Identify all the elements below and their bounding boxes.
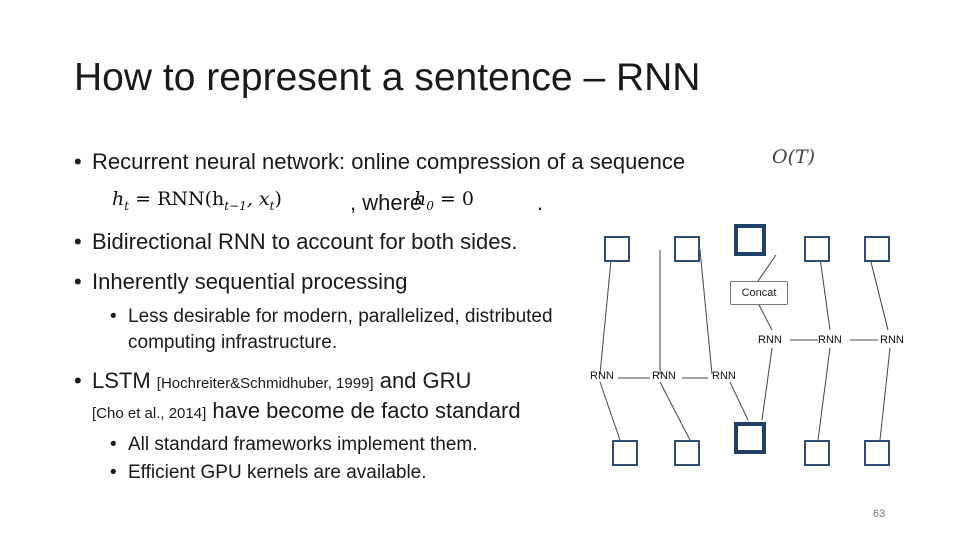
rnn-node-label: RNN [712,370,736,382]
input-box [804,440,830,466]
output-box [864,236,890,262]
period-text: . [537,190,544,215]
input-box [674,440,700,466]
concat-node: Concat [730,281,788,305]
bullet-lstm: •LSTM [Hochreiter&Schmidhuber, 1999] and… [74,368,472,393]
bullet-bidirectional: • Bidirectional RNN to account for both s… [74,229,518,255]
rnn-node-label: RNN [652,370,676,382]
bullet-dot: • [74,229,82,254]
rnn-formula: ht = RNN(ht−1, xt) [112,188,282,213]
connector-line [599,381,621,441]
connector-line [757,254,777,282]
h0-formula: h0 = 0 [414,188,474,213]
rnn-node-label: RNN [880,334,904,346]
sub-bullet-frameworks-text: All standard frameworks implement them. [128,434,478,455]
rnn-node-label: RNN [758,334,782,346]
output-box-highlighted [734,224,766,256]
rnn-node-label: RNN [590,370,614,382]
connector-line [869,257,889,331]
bullet-sequential: • Inherently sequential processing [74,269,408,295]
sub-bullet-gpu-text: Efficient GPU kernels are available. [128,462,427,483]
sub-bullet-frameworks: • All standard frameworks implement them. [110,434,478,456]
output-box [674,236,700,262]
input-box [612,440,638,466]
output-box [604,236,630,262]
where-text: , where [350,190,423,215]
connector-line [819,257,831,331]
connector-line [879,347,891,441]
bullet-dot: • [74,149,82,174]
bullet-dot: • [74,269,82,294]
bullet-rnn-text: Recurrent neural network: online compres… [92,149,686,174]
connector-line [729,381,749,421]
bullet-rnn: • Recurrent neural network: online compre… [74,149,685,175]
connector-line [699,249,713,375]
page-number: 63 [873,508,886,520]
sub-bullet-less-desirable-cont: computing infrastructure. [128,332,338,353]
bullet-bidirectional-text: Bidirectional RNN to account for both si… [92,229,518,254]
bullet-dot: • [110,434,117,455]
connector-line [817,347,831,441]
slide-title: How to represent a sentence – RNN [74,56,701,99]
connector-line [757,302,773,331]
output-box [804,236,830,262]
bullet-sequential-text: Inherently sequential processing [92,269,408,294]
connector-line [761,347,773,421]
complexity-math: O(T) [772,146,816,168]
sub-bullet-less-desirable: • Less desirable for modern, parallelized… [110,306,553,328]
connector-line [659,381,691,441]
connector-line [599,249,613,375]
sub-bullet-less-desirable-text: Less desirable for modern, parallelized,… [128,306,553,327]
rnn-node-label: RNN [818,334,842,346]
bullet-lstm-cont: [Cho et al., 2014] have become de facto … [92,398,521,423]
bullet-dot: • [110,462,117,483]
lstm-citation: [Hochreiter&Schmidhuber, 1999] [156,375,374,392]
sub-bullet-gpu: • Efficient GPU kernels are available. [110,462,427,484]
bullet-dot: • [74,368,82,393]
gru-citation: [Cho et al., 2014] [92,405,207,422]
bullet-dot: • [110,306,117,327]
input-box [864,440,890,466]
input-box-highlighted [734,422,766,454]
